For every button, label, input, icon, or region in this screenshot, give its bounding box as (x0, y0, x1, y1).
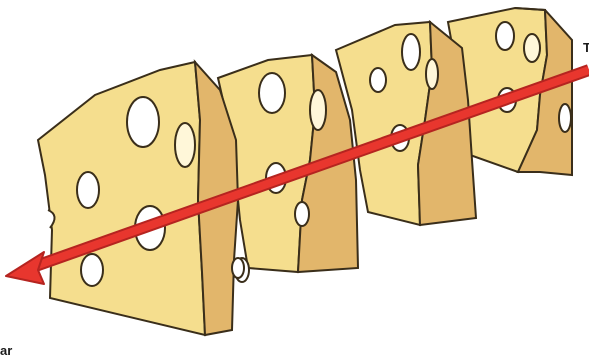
cheese-slice-2-hole (259, 73, 285, 113)
cheese-slice-3-hole (370, 68, 386, 92)
cheese-slice-1-hole (127, 97, 159, 147)
cropped-label-bottom-left: ar (0, 344, 12, 357)
cheese-slice-4-hole (559, 104, 571, 132)
cropped-label-top-right: T (583, 41, 589, 54)
cheese-slice-2 (218, 55, 358, 282)
cheese-slice-1-hole (77, 172, 99, 208)
trajectory-arrowhead (6, 252, 44, 284)
cheese-slice-2-hole (295, 202, 309, 226)
cheese-slice-1-face (38, 62, 205, 335)
cheese-slice-4-hole (524, 34, 540, 62)
cheese-slice-4-hole (496, 22, 514, 50)
cheese-slice-3-hole (402, 34, 420, 70)
cheese-slice-1-hole (81, 254, 103, 286)
cheese-slice-1-hole (232, 258, 244, 278)
cheese-slice-1-hole (175, 123, 195, 167)
cheese-slice-3-hole (426, 59, 438, 89)
cheese-slice-2-hole (310, 90, 326, 130)
